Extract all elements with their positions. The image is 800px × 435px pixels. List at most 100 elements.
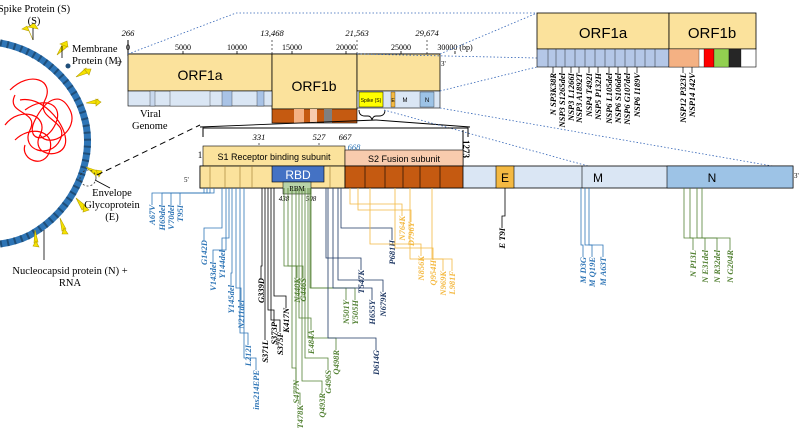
genome-orf1a-block (127, 53, 273, 92)
scale-tick-3: 15000 (282, 43, 302, 52)
s1-post-mutation: H655Y (367, 299, 377, 325)
s1-mutation: ins214EPE (251, 370, 261, 410)
n-gene-label: N (708, 171, 717, 185)
s2-domain-bar (344, 165, 464, 189)
orf1a-mutation: NSP5 P132H (593, 73, 603, 121)
s1-post-mutation: T547K (356, 269, 366, 294)
e-mutation: E T9I (497, 227, 507, 249)
orf1b-mutation: NSP14 I42V (687, 72, 697, 118)
n-mutation: N E31del (700, 249, 710, 283)
rbd-green-mutation: T478K (295, 404, 305, 429)
e-gene-label: E (501, 171, 509, 185)
spike-pos-667: 667 (339, 132, 353, 142)
genome-map: 050001000015000200002500030000 (bp) 266 … (117, 12, 796, 173)
m-mutation: M A63T (598, 256, 608, 287)
s1-post-mutation: N679K (378, 291, 388, 318)
pos-label-29674: 29,674 (415, 28, 439, 38)
genome-orf1a-label: ORF1a (177, 67, 222, 83)
s1-post-mutation: D614G (371, 349, 381, 376)
n-mutation: N R32del (712, 249, 722, 283)
rbd-green-mutation: N501Y (341, 299, 351, 325)
pos-label-21563: 21,563 (345, 28, 368, 38)
spike-pos-1273: 1273 (461, 140, 471, 159)
spike-pos-1: 1 (198, 150, 203, 160)
m-mutation: M D3G (578, 256, 588, 284)
s2-mutation: N969K (438, 270, 448, 297)
m-mutation: M Q19E (587, 257, 597, 288)
pos-label-266: 266 (122, 28, 136, 38)
genome-spike-box (358, 91, 384, 108)
envelope-highlight-circle (79, 169, 97, 187)
rbd-green-mutation: E484A (306, 330, 316, 355)
spike-detail: 331 527 667 668 1 1273 S1 Receptor bindi… (184, 127, 799, 203)
scale-tick-4: 20000 (336, 43, 356, 52)
pos-label-13468: 13,468 (260, 28, 284, 38)
rbd-mutation: S371L (260, 340, 270, 363)
rbd-green-mutation: G446S (298, 278, 308, 302)
scale-tick-1: 5000 (175, 43, 191, 52)
virus-envelope (0, 39, 92, 248)
n-mutation: N G204R (725, 250, 735, 284)
spike-3prime: 3' (794, 172, 799, 180)
svg-text:Protein (M): Protein (M) (72, 56, 122, 67)
s1-mutation: T95I (175, 204, 185, 222)
inset-orf1b (668, 12, 757, 50)
s2-mutation: N856K (416, 255, 426, 282)
scale-tick-5: 25000 (391, 43, 411, 52)
rbd-mutation: K417N (281, 307, 291, 333)
s1-subunit-label: S1 Receptor binding subunit (217, 152, 331, 162)
viral-rna-icon (4, 78, 73, 162)
inset-orf1a-label: ORF1a (579, 25, 628, 42)
orf1a-mutation: NSP4 T492I (584, 72, 594, 117)
svg-text:Glycoprotein: Glycoprotein (84, 200, 140, 211)
envelope-label: Envelope (92, 188, 132, 199)
s1-mutation: L212I (243, 344, 253, 367)
svg-text:RNA: RNA (59, 278, 82, 289)
s1-mutation: G142D (199, 240, 209, 265)
orf1b-mutation: NSP12 P323L (678, 73, 688, 124)
orf1a-mutation: N SP3K38R (548, 73, 558, 117)
genome-orf1b-label: ORF1b (291, 78, 336, 94)
svg-text:Spike (S): Spike (S) (361, 98, 382, 104)
rbd-green-mutation: Y505H (350, 300, 360, 325)
svg-text:M: M (403, 98, 408, 104)
spike-brace (358, 109, 386, 121)
rbd-mutation: S373P (269, 321, 279, 344)
orf1a-mutation: NSP6 S106del (613, 72, 623, 124)
viral-genome-label: Viral (140, 109, 161, 120)
s1-mutation: Y145del (226, 284, 236, 313)
nucleocapsid-label: Nucleocapsid protein (N) + (12, 266, 127, 277)
inset-orf1b-label: ORF1b (688, 25, 736, 42)
svg-text:(E): (E) (105, 212, 119, 223)
orf1a-mutation: NSP3 L1266I (566, 72, 576, 122)
spike-pos-668: 668 (348, 142, 362, 152)
genome-3prime: 3' (441, 60, 446, 68)
spike-protein-label: Spike Protein (S) (0, 4, 71, 15)
membrane-protein-label: Membrane (72, 44, 118, 55)
spike-pos-527: 527 (313, 132, 327, 142)
s2-mutation: Q954H (428, 260, 438, 286)
svg-text:N: N (425, 98, 429, 104)
virus-illustration: Spike Protein (S) (S) Membrane Protein (… (0, 4, 201, 289)
genome-5prime: 5' (117, 60, 122, 68)
s1-mutation: V70del (166, 204, 176, 229)
s2-mutation: D796Y (406, 221, 416, 247)
orf1a-mutation: NSP6 L105del (604, 72, 614, 124)
genome-scale-ticks: 050001000015000200002500030000 (bp) (126, 43, 473, 54)
spike-5prime: 5' (184, 176, 189, 184)
rbd-green-mutation: G496S (323, 370, 333, 394)
s1-mutation: V143del (208, 261, 218, 290)
s1-mutation: A67V (147, 204, 157, 226)
s1-mutation: H69del (157, 204, 167, 231)
genome-orf1b-block (271, 53, 358, 110)
scale-tick-2: 10000 (227, 43, 247, 52)
m-gene-label: M (593, 171, 603, 185)
rbd-mutation: S375F (275, 332, 285, 355)
s2-subunit-label: S2 Fusion subunit (368, 154, 441, 164)
rbd-label: RBD (285, 168, 311, 182)
